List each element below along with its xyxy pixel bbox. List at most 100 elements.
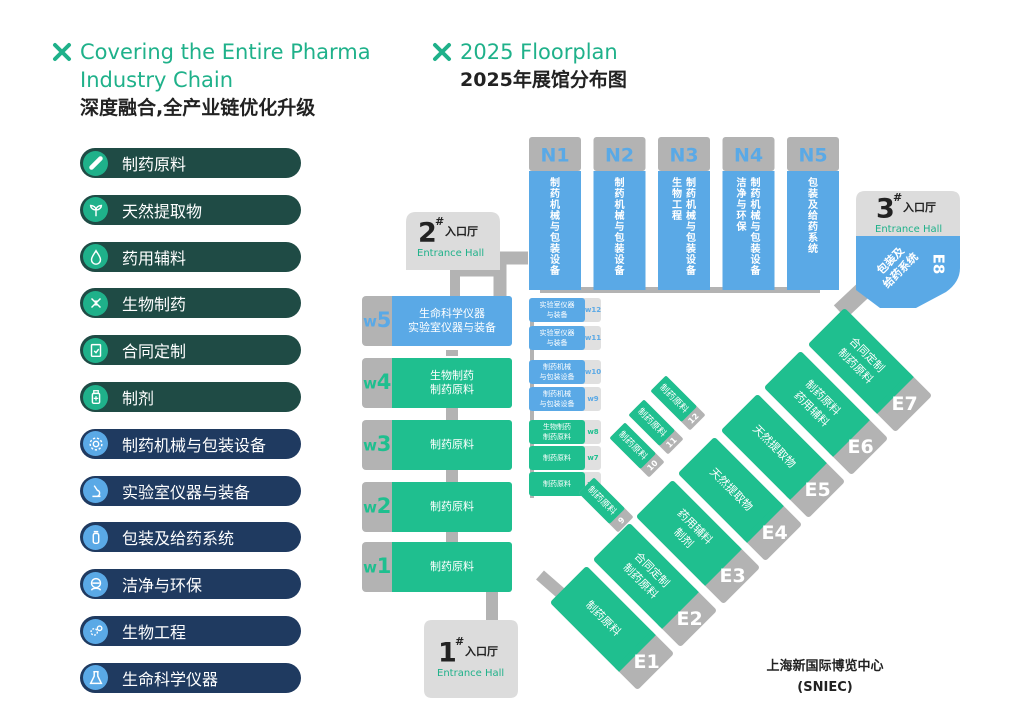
floorplan-heading-cn: 2025年展馆分布图 <box>460 69 627 91</box>
hall-body <box>722 395 826 499</box>
category-pill: 制药原料 <box>80 148 301 178</box>
microscope-icon <box>83 478 108 504</box>
hall-code-num: 1 <box>377 554 392 578</box>
hall-code-group: E7 <box>892 393 918 415</box>
floorplan-heading: 2025 Floorplan 2025年展馆分布图 <box>432 38 627 94</box>
category-pill: 合同定制 <box>80 335 301 366</box>
hall-text: 包装及给药系统 <box>807 176 819 255</box>
hall-body <box>529 387 585 411</box>
hall-body <box>787 171 839 290</box>
hall-char: 统 <box>808 242 818 255</box>
hall-char: 与 <box>550 220 560 233</box>
hall-code-group: E3 <box>720 565 746 587</box>
hall-code: w7 <box>587 454 598 462</box>
hall-char: 设 <box>550 253 560 266</box>
hall-char: 包 <box>751 231 761 244</box>
corridor <box>446 350 498 625</box>
hall-text: 实验室仪器 <box>540 328 575 337</box>
hall-char: 药 <box>686 187 696 200</box>
hall-char: 洁 <box>737 176 747 189</box>
heading-en-line2: Industry Chain <box>80 68 234 92</box>
hall-char: 备 <box>549 264 561 277</box>
hall-char: 装 <box>807 187 818 200</box>
hall-code-group: E2 <box>677 608 703 630</box>
hall-code: E7 <box>892 393 918 415</box>
hall-code: N4 <box>734 145 763 167</box>
hall-header <box>529 137 581 171</box>
hall-body <box>529 360 585 384</box>
category-pill: 生物工程 <box>80 616 301 646</box>
hall-code: E2 <box>677 608 703 630</box>
hall-char: 制 <box>751 176 761 189</box>
hall-body <box>529 326 585 350</box>
category-label: 生物工程 <box>122 623 187 642</box>
hall-text: 制药原料 <box>430 382 474 396</box>
hall-char: 械 <box>751 209 761 222</box>
category-label: 合同定制 <box>122 342 187 362</box>
clipboard-icon <box>83 337 108 363</box>
hall-char: 装 <box>549 242 560 255</box>
hall-body-edge <box>828 415 870 457</box>
sprout-icon <box>83 197 108 223</box>
hall-header <box>658 137 710 171</box>
hall-char: 备 <box>685 264 697 277</box>
hall-body <box>651 376 697 422</box>
hall-char: 工 <box>672 200 682 211</box>
hall-body <box>392 482 512 532</box>
hall-code-num: 4 <box>377 370 392 394</box>
hall-char: 包 <box>808 176 818 189</box>
entrance-en: Entrance Hall <box>417 248 484 259</box>
hall-body <box>392 358 512 408</box>
hall-body <box>593 171 646 290</box>
category-pill: 生命科学仪器 <box>80 662 301 693</box>
entrance-cn: 入口厅 <box>903 201 936 214</box>
hall-header <box>722 137 775 171</box>
hall-char: 械 <box>615 209 625 222</box>
hall-char: 包 <box>686 231 696 244</box>
hall-text: 制药机械与包装设备 <box>549 176 561 277</box>
entrance-shape <box>856 191 960 236</box>
hall-char: 物 <box>672 187 682 200</box>
category-pill: 包装及给药系统 <box>80 522 301 553</box>
category-pill: 天然提取物 <box>80 194 301 225</box>
hall-char: 制 <box>550 176 560 189</box>
hall-code: w <box>363 559 377 577</box>
hall-code-group: E5 <box>805 479 831 501</box>
hall-code: N3 <box>669 145 698 167</box>
hall-char: 及 <box>808 199 819 211</box>
hall-char: 包 <box>615 231 625 244</box>
hall-text: 制药机械 <box>543 389 571 398</box>
cleanroom-icon <box>83 571 108 597</box>
hall-code: E5 <box>805 479 831 501</box>
hall-code: N5 <box>798 145 827 167</box>
hall-body <box>529 420 585 444</box>
hall-text: 生命科学仪器 <box>419 306 485 320</box>
entrance-shape <box>424 620 518 698</box>
entrance-mark: # <box>893 191 902 204</box>
entrance-mark: # <box>435 215 444 228</box>
hall-char: 净 <box>737 187 747 200</box>
hall-body-edge <box>392 542 398 592</box>
hall-body <box>392 296 512 346</box>
bottle-icon <box>83 384 108 410</box>
hall-body <box>392 420 512 470</box>
hall-code-num: 3 <box>377 432 392 456</box>
entrance-cn: 入口厅 <box>445 225 478 238</box>
hall-body-edge <box>700 544 742 586</box>
hall-body <box>809 309 913 413</box>
left-heading: Covering the Entire Pharma Industry Chai… <box>52 38 371 122</box>
